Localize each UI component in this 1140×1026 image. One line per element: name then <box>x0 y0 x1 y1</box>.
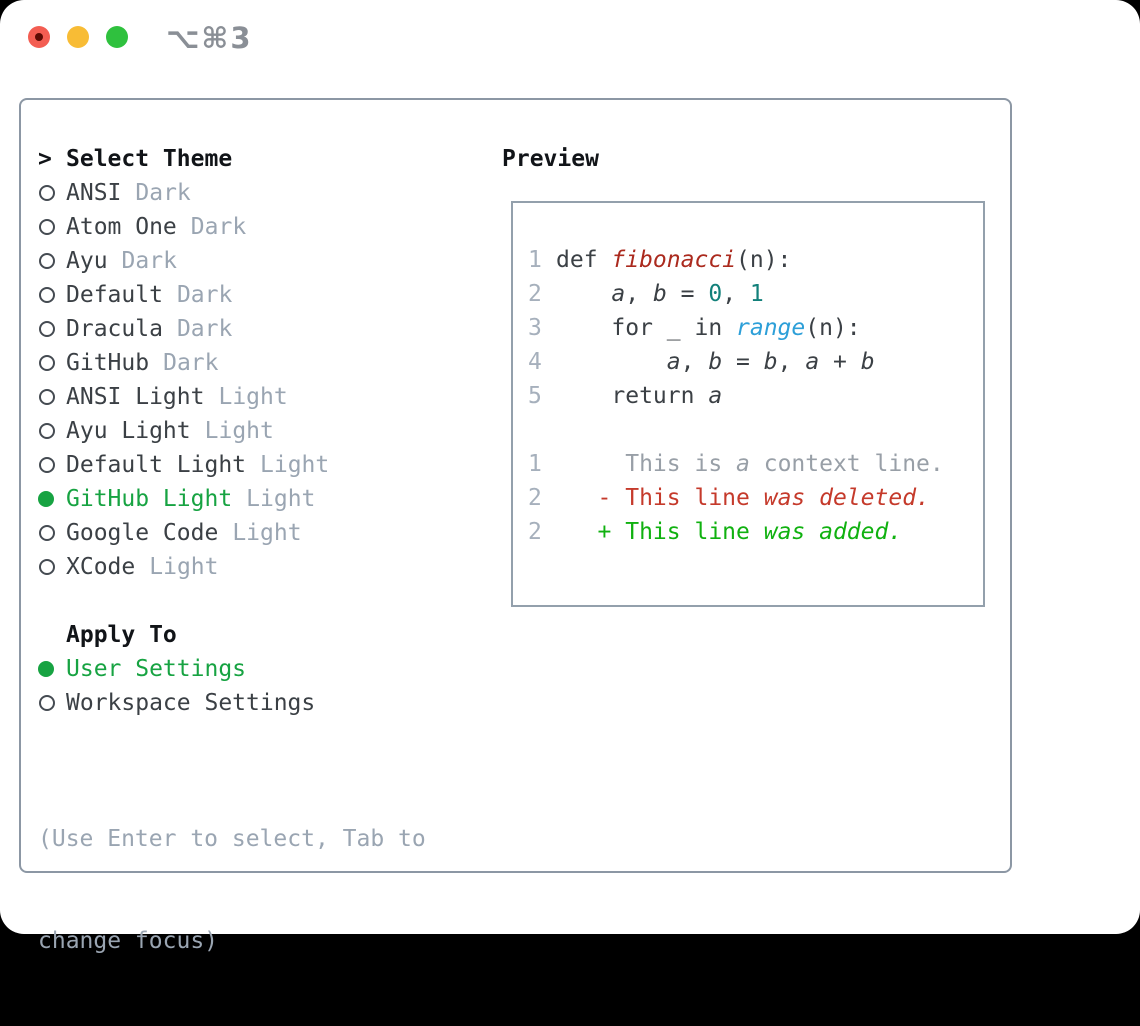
theme-option-label: Default Light <box>66 452 247 478</box>
theme-option-google-code[interactable]: Google Code Light <box>38 516 329 550</box>
theme-variant-tag: Dark <box>163 350 219 376</box>
theme-option-github[interactable]: GitHub Dark <box>38 346 329 380</box>
keyboard-hint-line1: (Use Enter to select, Tab to <box>38 826 426 852</box>
radio-icon <box>38 185 66 201</box>
radio-icon <box>38 321 66 337</box>
diff-deleted-line: 2 - This line was deleted. <box>528 481 983 515</box>
theme-variant-tag: Dark <box>190 214 247 240</box>
radio-icon <box>38 423 66 439</box>
selection-pointer-icon: > <box>38 146 52 172</box>
minimize-button[interactable] <box>67 26 89 48</box>
diff-added-line: 2 + This line was added. <box>528 515 983 549</box>
window-title-shortcut: ⌥⌘3 <box>166 21 253 55</box>
theme-option-default[interactable]: Default Dark <box>38 278 329 312</box>
apply-option-user-settings[interactable]: User Settings <box>38 652 329 686</box>
theme-variant-tag: Dark <box>135 180 191 206</box>
line-number: 1 <box>528 247 542 273</box>
theme-option-github-light[interactable]: GitHub Light Light <box>38 482 329 516</box>
theme-variant-tag: Dark <box>176 282 233 308</box>
theme-option-label: Default <box>66 282 163 308</box>
radio-icon <box>38 695 66 711</box>
theme-variant-tag: Dark <box>121 248 177 274</box>
radio-icon <box>38 457 66 473</box>
traffic-lights <box>28 26 128 48</box>
keyboard-hint: (Use Enter to select, Tab to change focu… <box>38 754 426 1026</box>
diff-context-line: 1 This is a context line. <box>528 447 983 481</box>
theme-option-ansi-light[interactable]: ANSI Light Light <box>38 380 329 414</box>
theme-variant-tag: Dark <box>176 316 233 342</box>
theme-option-label: GitHub <box>66 350 150 376</box>
apply-option-label: Workspace Settings <box>66 690 316 716</box>
theme-variant-tag: Light <box>232 520 302 546</box>
theme-option-label: XCode <box>66 554 136 580</box>
theme-variant-tag: Light <box>260 452 330 478</box>
theme-variant-tag: Light <box>204 418 274 444</box>
theme-option-label: ANSI <box>66 180 122 206</box>
theme-option-dracula[interactable]: Dracula Dark <box>38 312 329 346</box>
theme-option-label: Ayu Light <box>66 418 191 444</box>
theme-option-ansi[interactable]: ANSI Dark <box>38 176 329 210</box>
theme-option-ayu-light[interactable]: Ayu Light Light <box>38 414 329 448</box>
radio-selected-icon <box>38 661 66 677</box>
line-number: 1 <box>528 451 542 477</box>
theme-option-atom-one[interactable]: Atom One Dark <box>38 210 329 244</box>
radio-icon <box>38 525 66 541</box>
theme-option-ayu[interactable]: Ayu Dark <box>38 244 329 278</box>
close-button[interactable] <box>28 26 50 48</box>
apply-option-workspace-settings[interactable]: Workspace Settings <box>38 686 329 720</box>
blank-line <box>528 413 983 447</box>
theme-option-label: Ayu <box>66 248 108 274</box>
code-line: 2 a, b = 0, 1 <box>528 277 983 311</box>
theme-variant-tag: Light <box>246 486 316 512</box>
theme-option-xcode[interactable]: XCode Light <box>38 550 329 584</box>
line-number: 3 <box>528 315 542 341</box>
theme-option-label: Atom One <box>66 214 177 240</box>
theme-variant-tag: Light <box>218 384 288 410</box>
apply-option-label: User Settings <box>66 656 247 682</box>
theme-option-label: ANSI Light <box>66 384 205 410</box>
radio-icon <box>38 287 66 303</box>
theme-option-label: GitHub Light <box>66 486 233 512</box>
line-number: 4 <box>528 349 542 375</box>
spacer <box>38 584 329 618</box>
radio-icon <box>38 253 66 269</box>
radio-icon <box>38 355 66 371</box>
line-number: 2 <box>528 281 542 307</box>
apply-to-title: Apply To <box>66 622 177 648</box>
code-line: 5 return a <box>528 379 983 413</box>
code-line: 3 for _ in range(n): <box>528 311 983 345</box>
radio-icon <box>38 219 66 235</box>
theme-option-default-light[interactable]: Default Light Light <box>38 448 329 482</box>
preview-title: Preview <box>502 146 599 172</box>
apply-to-header: Apply To <box>38 618 329 652</box>
line-number: 2 <box>528 485 542 511</box>
code-line: 4 a, b = b, a + b <box>528 345 983 379</box>
select-theme-header: > Select Theme <box>38 142 329 176</box>
theme-variant-tag: Light <box>149 554 219 580</box>
radio-icon <box>38 559 66 575</box>
line-number: 2 <box>528 519 542 545</box>
radio-icon <box>38 389 66 405</box>
keyboard-hint-line2: change focus) <box>38 928 219 954</box>
select-theme-title: Select Theme <box>66 146 233 172</box>
zoom-button[interactable] <box>106 26 128 48</box>
theme-option-label: Google Code <box>66 520 219 546</box>
radio-selected-icon <box>38 491 66 507</box>
theme-option-label: Dracula <box>66 316 163 342</box>
line-number: 5 <box>528 383 542 409</box>
